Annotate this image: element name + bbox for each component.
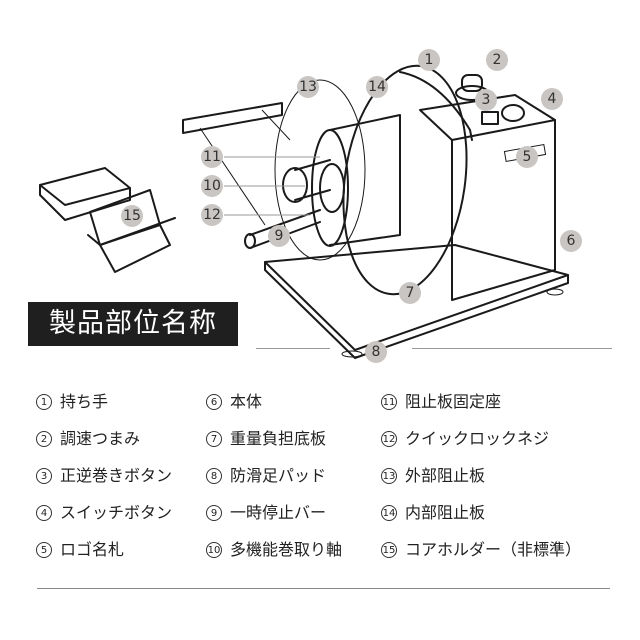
svg-text:5: 5 bbox=[523, 149, 532, 165]
legend-item-9: 9 一時停止バー bbox=[206, 502, 326, 524]
legend-item-15: 15 コアホルダー（非標準） bbox=[381, 539, 581, 561]
inner-disc bbox=[342, 64, 468, 296]
divider-bottom bbox=[37, 588, 610, 589]
base-plate bbox=[264, 244, 569, 359]
legend-item-10: 10 多機能巻取り軸 bbox=[206, 539, 342, 561]
drum bbox=[244, 114, 401, 249]
number-badge: 8 bbox=[206, 468, 222, 484]
number-badge: 10 bbox=[206, 542, 222, 558]
callout-1: 1 bbox=[418, 49, 440, 71]
legend-label: 重量負担底板 bbox=[230, 429, 327, 448]
divider-top-right bbox=[412, 348, 612, 349]
callout-9: 9 bbox=[268, 225, 290, 247]
legend-item-2: 2 調速つまみ bbox=[36, 428, 140, 450]
svg-text:4: 4 bbox=[548, 91, 557, 107]
leader-lines bbox=[224, 156, 320, 216]
callout-5: 5 bbox=[516, 146, 538, 168]
legend-label: 阻止板固定座 bbox=[405, 392, 502, 411]
legend-label: 多機能巻取り軸 bbox=[230, 540, 343, 559]
legend-label: コアホルダー（非標準） bbox=[405, 540, 582, 559]
outer-disc bbox=[274, 79, 366, 261]
legend-label: 調速つまみ bbox=[60, 429, 141, 448]
number-badge: 1 bbox=[36, 394, 52, 410]
legend-item-12: 12 クイックロックネジ bbox=[381, 428, 549, 450]
number-badge: 9 bbox=[206, 505, 222, 521]
svg-text:9: 9 bbox=[275, 228, 284, 244]
svg-text:12: 12 bbox=[203, 207, 221, 223]
legend-item-13: 13 外部阻止板 bbox=[381, 465, 485, 487]
number-badge: 12 bbox=[381, 431, 397, 447]
main-body bbox=[419, 94, 556, 301]
section-title: 製品部位名称 bbox=[28, 302, 238, 346]
legend-item-11: 11 阻止板固定座 bbox=[381, 391, 501, 413]
legend-item-1: 1 持ち手 bbox=[36, 391, 108, 413]
callout-6: 6 bbox=[560, 230, 582, 252]
legend-label: 内部阻止板 bbox=[405, 503, 486, 522]
label-web bbox=[182, 102, 291, 226]
svg-text:15: 15 bbox=[123, 208, 141, 224]
legend-label: 本体 bbox=[230, 392, 263, 411]
number-badge: 15 bbox=[381, 542, 397, 558]
callout-12: 12 bbox=[201, 204, 223, 226]
legend-label: スイッチボタン bbox=[60, 503, 173, 522]
legend-label: 一時停止バー bbox=[230, 503, 327, 522]
product-diagram: 1 2 3 4 5 6 7 8 9 10 11 12 13 14 15 bbox=[39, 49, 582, 363]
legend-label: 正逆巻きボタン bbox=[60, 466, 173, 485]
number-badge: 5 bbox=[36, 542, 52, 558]
callout-8: 8 bbox=[365, 341, 387, 363]
legend-item-5: 5 ロゴ名札 bbox=[36, 539, 124, 561]
legend-label: 外部阻止板 bbox=[405, 466, 486, 485]
legend-label: ロゴ名札 bbox=[60, 540, 125, 559]
legend-item-3: 3 正逆巻きボタン bbox=[36, 465, 172, 487]
legend-item-7: 7 重量負担底板 bbox=[206, 428, 326, 450]
svg-text:1: 1 bbox=[425, 52, 434, 68]
legend-item-8: 8 防滑足パッド bbox=[206, 465, 326, 487]
svg-text:14: 14 bbox=[368, 79, 386, 95]
svg-text:3: 3 bbox=[482, 92, 491, 108]
callout-11: 11 bbox=[201, 146, 223, 168]
callout-2: 2 bbox=[486, 49, 508, 71]
handle bbox=[399, 71, 473, 141]
number-badge: 14 bbox=[381, 505, 397, 521]
callout-7: 7 bbox=[399, 282, 421, 304]
svg-text:13: 13 bbox=[299, 79, 317, 95]
number-badge: 2 bbox=[36, 431, 52, 447]
callout-14: 14 bbox=[366, 76, 388, 98]
svg-text:2: 2 bbox=[493, 52, 502, 68]
callout-3: 3 bbox=[475, 89, 497, 111]
legend-item-14: 14 内部阻止板 bbox=[381, 502, 485, 524]
svg-text:11: 11 bbox=[203, 149, 221, 165]
legend-item-4: 4 スイッチボタン bbox=[36, 502, 172, 524]
legend-label: 防滑足パッド bbox=[230, 466, 327, 485]
svg-text:10: 10 bbox=[203, 178, 221, 194]
callout-4: 4 bbox=[541, 88, 563, 110]
number-badge: 7 bbox=[206, 431, 222, 447]
callout-15: 15 bbox=[121, 205, 143, 227]
legend-label: 持ち手 bbox=[60, 392, 109, 411]
legend-item-6: 6 本体 bbox=[206, 391, 262, 413]
number-badge: 11 bbox=[381, 394, 397, 410]
legend-label: クイックロックネジ bbox=[405, 429, 550, 448]
divider-top-left bbox=[256, 348, 330, 349]
number-badge: 4 bbox=[36, 505, 52, 521]
callout-13: 13 bbox=[297, 76, 319, 98]
number-badge: 6 bbox=[206, 394, 222, 410]
svg-text:7: 7 bbox=[406, 285, 415, 301]
number-badge: 13 bbox=[381, 468, 397, 484]
svg-text:8: 8 bbox=[372, 344, 381, 360]
core-holder bbox=[39, 167, 176, 273]
svg-text:6: 6 bbox=[567, 233, 576, 249]
number-badge: 3 bbox=[36, 468, 52, 484]
callout-10: 10 bbox=[201, 175, 223, 197]
